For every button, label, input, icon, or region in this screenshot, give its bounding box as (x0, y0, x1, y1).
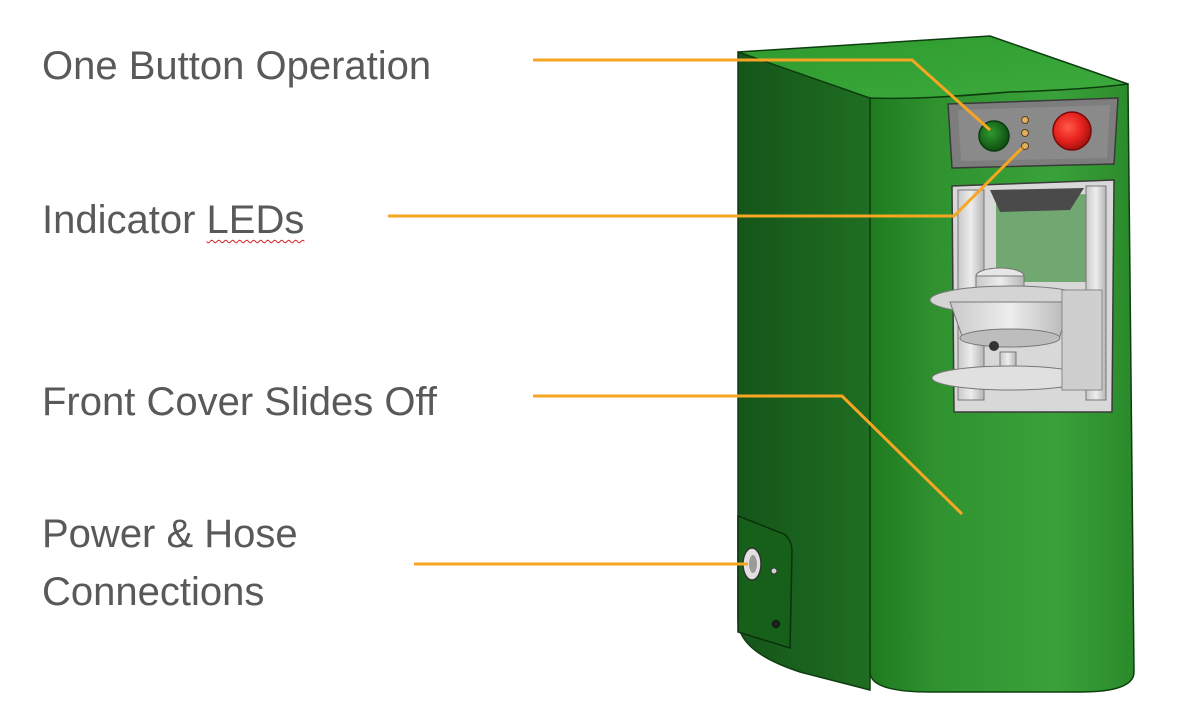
leader-line-button (533, 58, 992, 132)
led-top (1021, 116, 1029, 124)
label-indicator-prefix: Indicator (42, 198, 207, 242)
red-button (1052, 111, 1092, 151)
mechanism-cone-base (959, 328, 1061, 348)
leader-line-leds (388, 146, 1024, 218)
label-indicator-leds: Indicator LEDs (42, 192, 304, 248)
label-front-cover-slides-off: Front Cover Slides Off (42, 380, 437, 424)
label-leds-word: LEDs (206, 198, 305, 242)
window-inner-wall (996, 194, 1090, 282)
mechanism-bottom-block (1061, 289, 1103, 391)
label-power-hose-line1: Power & Hose (42, 512, 298, 556)
led-bottom (1021, 142, 1029, 150)
led-middle (1021, 129, 1029, 137)
window-inner-shadow (990, 188, 1084, 212)
power-port (772, 620, 780, 628)
screw-upper (770, 567, 778, 575)
label-one-button-operation: One Button Operation (42, 44, 432, 88)
hose-connector-inner (749, 555, 757, 573)
leader-line-cover (533, 394, 964, 516)
mechanism-hole (989, 341, 999, 351)
label-power-hose-line2: Connections (42, 570, 265, 614)
connection-plate (737, 514, 793, 650)
